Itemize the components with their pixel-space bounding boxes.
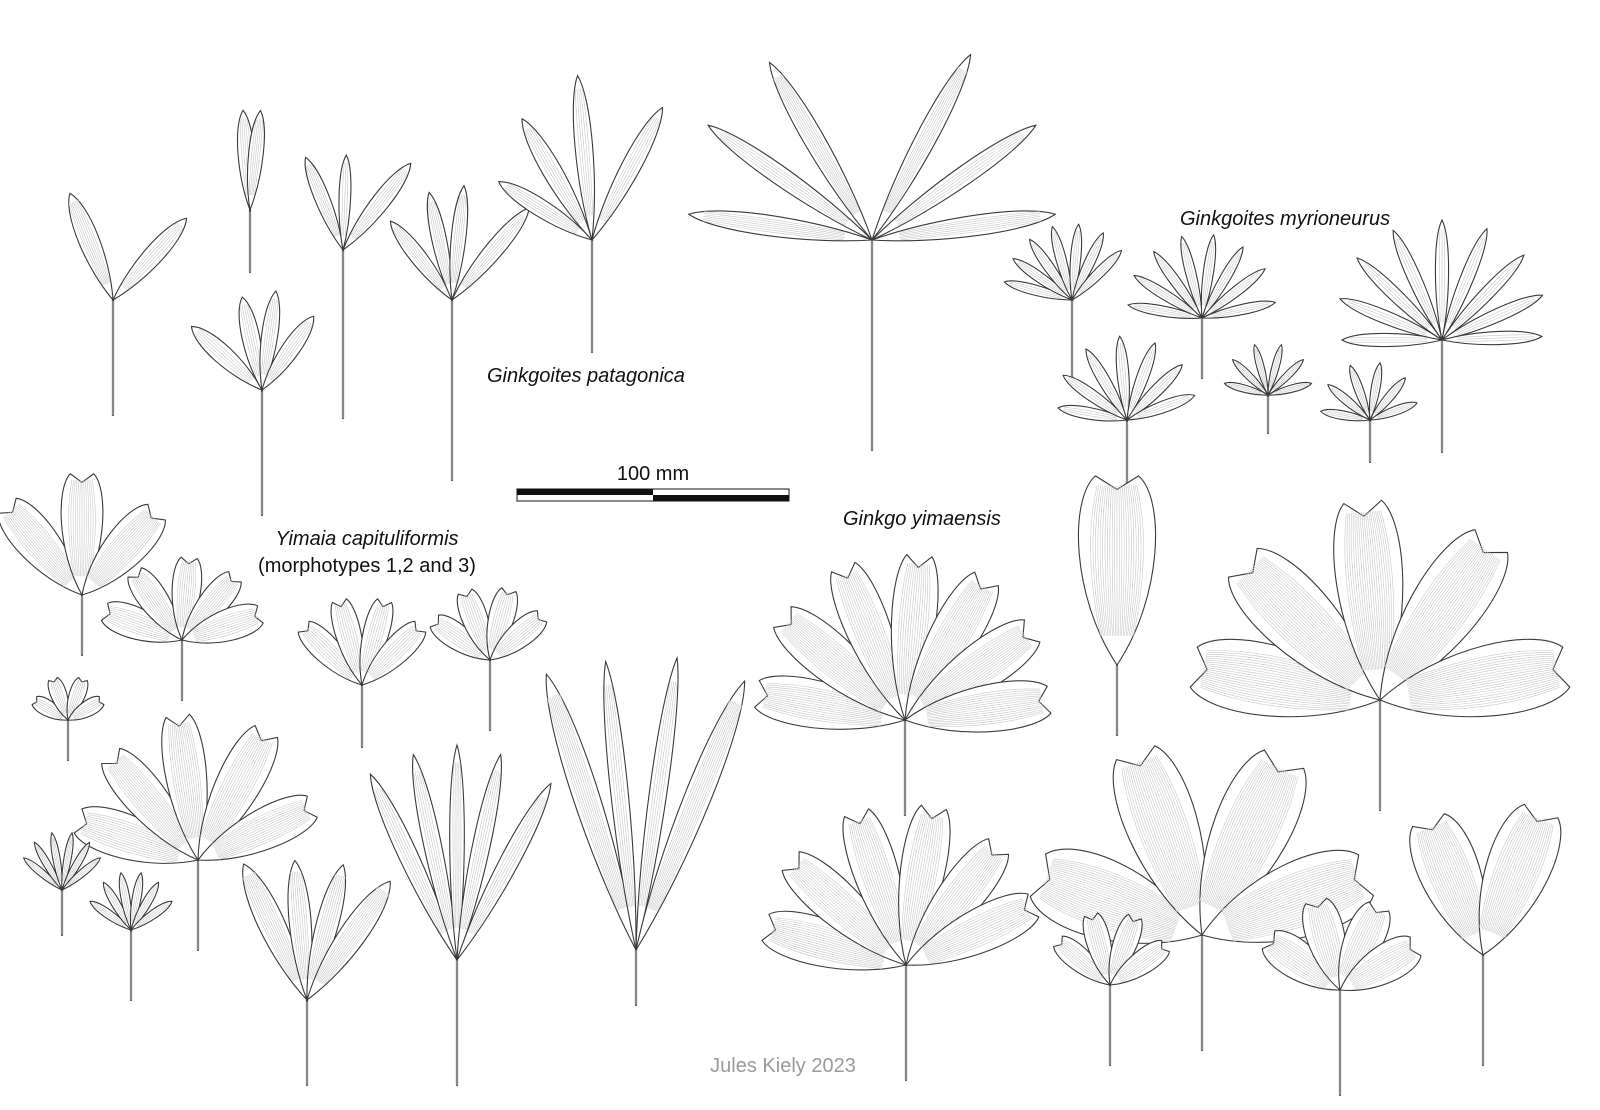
scale-bar-black-segment-left	[517, 489, 653, 495]
leaf-myrioneurus-2	[1127, 233, 1277, 380]
leaf-yimaia-10	[369, 743, 552, 1087]
leaf-yimaia-5	[429, 587, 548, 732]
leaf-yimaensis-4	[761, 804, 1040, 1082]
label-ginkgo-yimaensis: Ginkgo yimaensis	[843, 508, 1001, 530]
label-ginkgoites-patagonica: Ginkgoites patagonica	[487, 365, 685, 387]
artist-credit: Jules Kiely 2023	[710, 1055, 856, 1077]
leaf-patagonica-6	[497, 74, 663, 354]
leaf-yimaensis-5	[1029, 745, 1375, 1052]
leaf-patagonica-3	[190, 290, 315, 517]
leaf-yimaensis-6	[1053, 912, 1171, 1067]
scale-bar-label: 100 mm	[616, 463, 690, 485]
leaf-yimaia-4	[297, 598, 427, 749]
leaf-yimaia-6	[73, 713, 318, 952]
label-yimaia-morphotypes: (morphotypes 1,2 and 3)	[258, 555, 476, 577]
leaf-yimaensis-8	[1409, 803, 1562, 1067]
scale-bar-black-segment-right	[653, 495, 789, 501]
scale-bar	[516, 488, 790, 502]
leaf-yimaensis-2	[1077, 475, 1157, 737]
leaf-yimaia-2	[100, 556, 264, 702]
leaf-myrioneurus-1	[1003, 223, 1123, 382]
leaf-patagonica-4	[304, 153, 412, 420]
label-yimaia-capituliformis: Yimaia capituliformis	[275, 528, 459, 550]
leaf-myrioneurus-5	[1223, 343, 1313, 435]
leaf-yimaensis-1	[753, 553, 1052, 817]
scale-bar-outline	[516, 488, 790, 502]
leaf-yimaia-1	[0, 473, 166, 657]
leaf-yimaia-11	[545, 655, 746, 1007]
leaf-yimaia-7	[22, 831, 102, 937]
leaf-patagonica-2	[236, 109, 265, 274]
leaf-myrioneurus-6	[1319, 361, 1418, 464]
leaf-yimaia-3	[31, 676, 105, 762]
leaf-myrioneurus-3	[1338, 218, 1544, 454]
leaf-yimaensis-7	[1261, 897, 1422, 1097]
leaf-patagonica-7	[687, 53, 1057, 452]
leaf-patagonica-1	[68, 192, 188, 417]
leaf-myrioneurus-4	[1057, 335, 1196, 512]
label-ginkgoites-myrioneurus: Ginkgoites myrioneurus	[1180, 208, 1391, 230]
leaf-yimaia-9	[242, 859, 391, 1087]
leaf-patagonica-5	[389, 184, 530, 482]
leaf-yimaensis-3	[1189, 499, 1571, 812]
leaf-yimaia-8	[89, 871, 173, 1002]
